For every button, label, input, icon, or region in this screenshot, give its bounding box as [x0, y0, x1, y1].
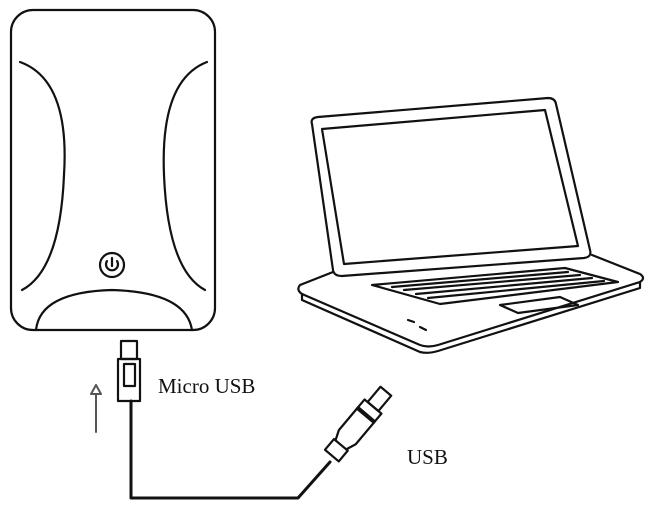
laptop [297, 96, 645, 354]
external-hard-drive [9, 8, 217, 332]
power-button-icon [98, 251, 126, 279]
insert-direction-arrow-icon [90, 384, 102, 433]
micro-usb-connector [116, 339, 142, 403]
micro-usb-label: Micro USB [158, 374, 256, 398]
usb-cable [129, 399, 332, 500]
usb-a-connector [323, 385, 393, 463]
usb-label: USB [407, 445, 448, 469]
